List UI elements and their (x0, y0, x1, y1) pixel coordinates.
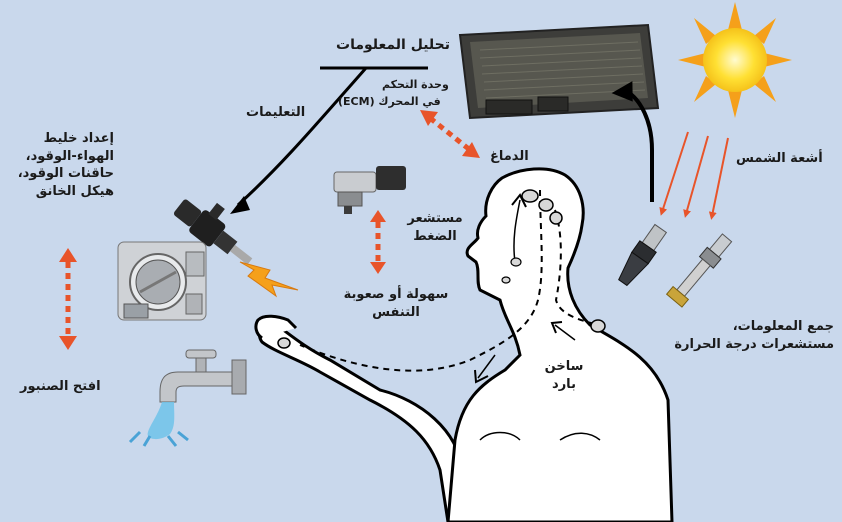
water-tap-icon (130, 350, 246, 446)
instructions-label: التعليمات (246, 104, 305, 122)
mixture-label-line2: الهواء-الوقود، (14, 148, 114, 166)
mixture-label-line1: إعداد خليط (14, 130, 114, 148)
open-tap-label: افتح الصنبور (20, 378, 101, 396)
sun-rays-label: أشعة الشمس (736, 150, 823, 168)
temperature-sensor-icon (615, 223, 735, 307)
breathing-label-line1: سهولة أو صعوبة (334, 286, 458, 304)
hot-label: ساخن (540, 358, 588, 376)
breathing-label: سهولة أو صعوبة التنفس (334, 286, 458, 321)
pressure-sensor-label-line1: مستشعر (404, 210, 466, 228)
sun-rays-arrows (662, 132, 728, 216)
mixture-label-line3: حاقنات الوقود، (14, 165, 114, 183)
cold-label: بارد (540, 376, 588, 394)
collect-info-label-line1: جمع المعلومات، (650, 318, 834, 336)
spark-icon (240, 262, 298, 296)
ecm-unit-icon (460, 25, 658, 118)
throttle-body-icon (118, 242, 206, 320)
breathing-label-line2: التنفس (334, 304, 458, 322)
collect-info-label: جمع المعلومات، مستشعرات درجة الحرارة (650, 318, 834, 353)
mixture-label: إعداد خليط الهواء-الوقود، حاقنات الوقود،… (14, 130, 114, 200)
sun-icon (678, 2, 792, 118)
pressure-sensor-label-line2: الضغط (404, 228, 466, 246)
pressure-sensor-icon (334, 166, 406, 214)
collect-info-label-line2: مستشعرات درجة الحرارة (650, 336, 834, 354)
ecm-label-line2: في المحرك (ECM) (338, 95, 441, 110)
pressure-sensor-label: مستشعر الضغط (404, 210, 466, 245)
brain-label: الدماغ (490, 148, 529, 166)
mixture-label-line4: هيكل الخانق (14, 183, 114, 201)
ecm-label-line1: وحدة التحكم (382, 78, 449, 93)
hot-cold-label: ساخن بارد (540, 358, 588, 393)
info-analysis-label: تحليل المعلومات (336, 36, 450, 55)
